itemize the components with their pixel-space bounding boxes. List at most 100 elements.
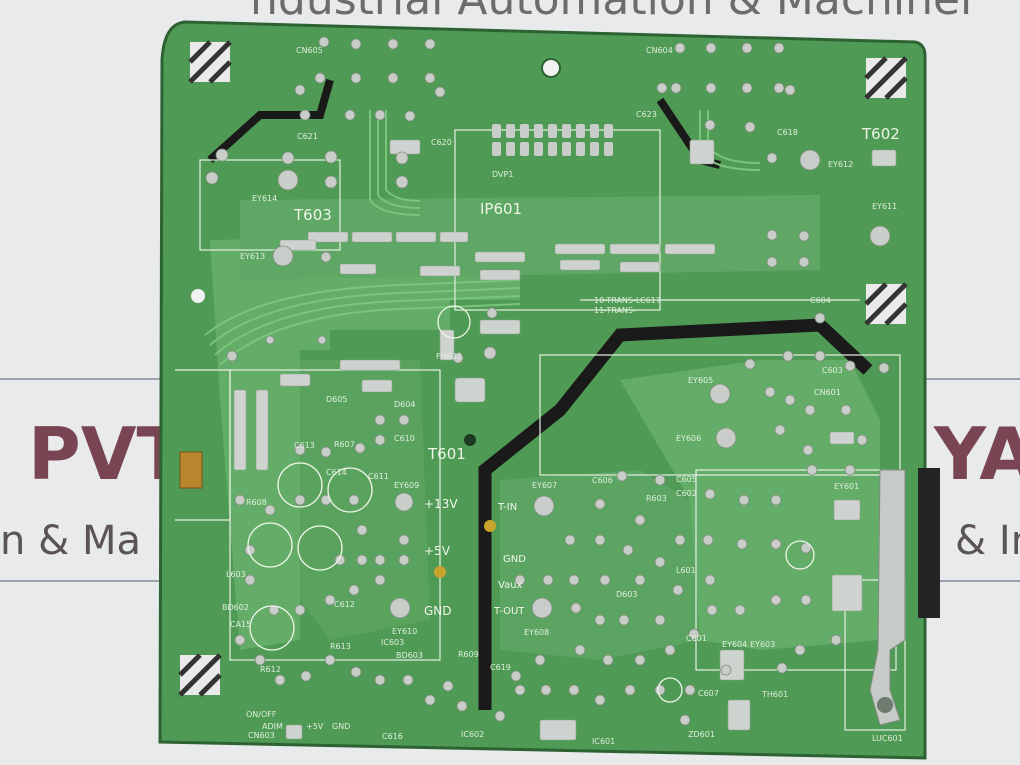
header-pins [492, 124, 613, 156]
ref-onoff: ON/OFF [246, 710, 277, 719]
ref-c616: C616 [382, 732, 403, 741]
tagline-left-text: n & Ma [0, 518, 141, 564]
heatsink-lug [869, 469, 906, 726]
corner-pad [178, 653, 222, 697]
ref-ey610: EY610 [392, 627, 418, 636]
ref-r608: R608 [246, 498, 267, 507]
ref-ey604: EY604 [722, 640, 748, 649]
ref-c611: C611 [368, 472, 389, 481]
ref-ic602: IC602 [461, 730, 485, 739]
ref-c601: C601 [686, 634, 707, 643]
ref-c619: C619 [490, 663, 511, 672]
ref-r607: R607 [334, 440, 355, 449]
label-t-out: T-OUT [494, 606, 525, 617]
ref-trans-l: 10-TRANS-L [594, 296, 641, 305]
ref-cn605: CN605 [296, 46, 323, 55]
copper-zone [240, 195, 820, 280]
solder-joints [205, 36, 891, 726]
copper-zone [210, 235, 520, 650]
ref-cn604: CN604 [646, 46, 673, 55]
corner-pad [864, 56, 908, 100]
ref-r613: R613 [330, 642, 351, 651]
ref-c606: C606 [592, 476, 613, 485]
copper-zone [620, 360, 880, 650]
label-t601: T601 [428, 445, 466, 463]
ref-cn601: CN601 [814, 388, 841, 397]
corner-pad [188, 40, 232, 84]
corner-pad [864, 282, 908, 326]
trace-bundle [204, 110, 761, 366]
ref-d603: D603 [616, 590, 638, 599]
ref-ey601: EY601 [834, 482, 860, 491]
ref-bd603: BD603 [396, 651, 423, 660]
ref-trans: 11-TRANS- [594, 306, 636, 315]
solder-bars [179, 139, 897, 741]
ref-gnd-small: GND [332, 722, 351, 731]
ref-c602: C602 [676, 489, 697, 498]
label-gnd: GND [424, 604, 452, 618]
ref-ey613: EY613 [240, 252, 266, 261]
copper-zone [300, 360, 430, 640]
ref-fh602: FH602 [436, 352, 462, 361]
label-vaux: Vaux [498, 580, 523, 591]
ref-c617: C617 [640, 296, 661, 305]
ref-c607: C607 [698, 689, 719, 698]
watermark-top-text: ndustrial Automation & Machiner [250, 0, 978, 25]
ref-ey605: EY605 [688, 376, 714, 385]
ref-c623: C623 [636, 110, 657, 119]
ref-luc601: LUC601 [872, 734, 903, 743]
label-gnd-pin: GND [503, 554, 526, 565]
lug-hole [877, 697, 893, 713]
ref-c614: C614 [326, 468, 347, 477]
ref-ey609: EY609 [394, 481, 420, 490]
ref-plus5v: +5V [306, 722, 324, 731]
ref-adim: ADIM [262, 722, 283, 731]
ref-th601: TH601 [762, 690, 789, 699]
label-plus13v: +13V [424, 497, 458, 511]
test-point [484, 520, 496, 532]
glued-component [179, 451, 203, 489]
ref-r609: R609 [458, 650, 479, 659]
label-plus5v: +5V [424, 544, 450, 558]
label-t602: T602 [862, 125, 900, 143]
ref-l603: L603 [226, 570, 246, 579]
ref-ey606: EY606 [676, 434, 702, 443]
ref-ey614: EY614 [252, 194, 278, 203]
tagline-right-text: & In [955, 518, 1020, 564]
ref-d604: D604 [394, 400, 416, 409]
mount-hole [464, 434, 476, 446]
ref-ey611: EY611 [872, 202, 898, 211]
ref-ca15: CA15 [230, 620, 252, 629]
ref-cn603: CN603 [248, 731, 275, 740]
ref-l601: L601 [676, 566, 696, 575]
ref-c604: C604 [810, 296, 831, 305]
ref-ic601: IC601 [592, 737, 616, 746]
ref-ey603: EY603 [750, 640, 776, 649]
ref-c610: C610 [394, 434, 415, 443]
ref-c605: C605 [676, 475, 697, 484]
capacitor-outline [247, 305, 815, 703]
ref-c612: C612 [334, 600, 355, 609]
ref-c621: C621 [297, 132, 318, 141]
label-t603: T603 [294, 206, 332, 224]
label-ip601: IP601 [480, 200, 523, 218]
ref-bd602: BD602 [222, 603, 249, 612]
isolation-trace [207, 78, 334, 163]
ref-d605: D605 [326, 395, 348, 404]
ref-ic603: IC603 [381, 638, 405, 647]
ref-ey608: EY608 [524, 628, 550, 637]
isolation-trace [478, 318, 873, 710]
mount-hole [541, 58, 561, 78]
brand-right-text: YA [934, 412, 1020, 496]
ref-c613: C613 [294, 441, 315, 450]
ref-dovp1: DVP1 [492, 170, 514, 179]
connector-housing [918, 468, 940, 618]
ref-c618: C618 [777, 128, 798, 137]
test-point [434, 566, 446, 578]
ref-c603: C603 [822, 366, 843, 375]
label-t-in: T-IN [498, 502, 518, 513]
ref-ey612: EY612 [828, 160, 854, 169]
ref-r612: R612 [260, 665, 281, 674]
ref-r603: R603 [646, 494, 667, 503]
